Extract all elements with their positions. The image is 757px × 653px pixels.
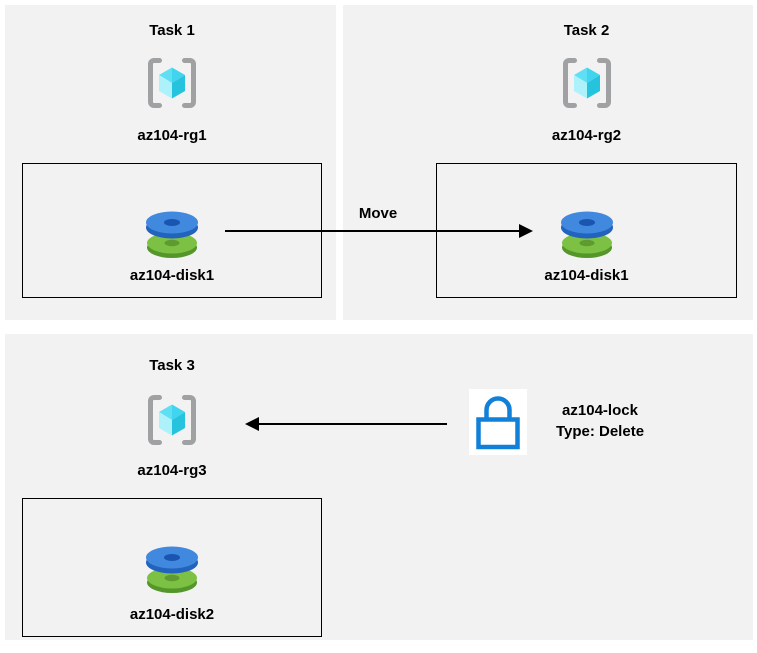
task3-panel: Task 3 az104-rg3 [5, 334, 753, 640]
disk-box: az104-disk1 [22, 163, 322, 298]
lock-type-label: Type: Delete [555, 423, 645, 440]
lock-arrow-line [258, 423, 447, 425]
managed-disk-icon [144, 541, 200, 595]
disk-box: az104-disk1 [436, 163, 737, 298]
task1-content: Task 1 az104-rg1 [22, 5, 322, 320]
lock-arrowhead-icon [245, 417, 259, 431]
move-arrowhead-icon [519, 224, 533, 238]
move-arrow-line [225, 230, 519, 232]
task2-panel: Task 2 az104-rg2 [343, 5, 753, 320]
move-arrow-label: Move [358, 205, 398, 222]
disk-label: az104-disk1 [129, 267, 215, 284]
lock-name-label: az104-lock [562, 402, 638, 419]
resource-group-icon [145, 55, 199, 111]
lock-icon [469, 389, 527, 455]
task3-title: Task 3 [149, 357, 195, 374]
lock-caption: az104-lock Type: Delete [530, 400, 670, 442]
task1-title: Task 1 [149, 22, 195, 39]
managed-disk-icon [144, 206, 200, 260]
resource-group-label: az104-rg1 [137, 127, 207, 144]
resource-group-icon [560, 55, 614, 111]
managed-disk-icon [559, 206, 615, 260]
task2-title: Task 2 [563, 22, 610, 39]
task1-panel: Task 1 az104-rg1 [5, 5, 336, 320]
resource-group-label: az104-rg2 [551, 127, 622, 144]
disk-label: az104-disk1 [544, 267, 629, 284]
disk-box: az104-disk2 [22, 498, 322, 637]
disk-label: az104-disk2 [129, 606, 215, 623]
resource-group-label: az104-rg3 [137, 462, 207, 479]
task3-content: Task 3 az104-rg3 [22, 334, 322, 640]
task2-content: Task 2 az104-rg2 [436, 5, 737, 320]
resource-group-icon [145, 392, 199, 448]
